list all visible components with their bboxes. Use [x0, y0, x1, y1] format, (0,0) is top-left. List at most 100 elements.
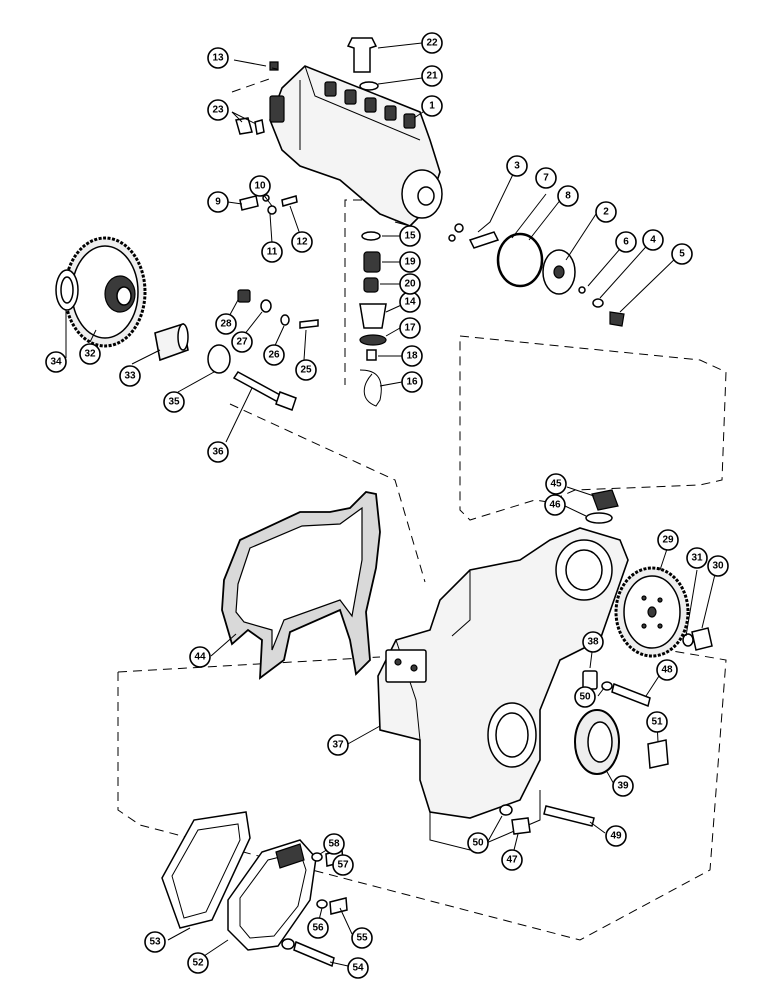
callout-2: 2 — [595, 201, 617, 223]
bolt-47 — [511, 817, 531, 835]
svg-text:47: 47 — [506, 855, 518, 866]
svg-text:22: 22 — [426, 38, 438, 49]
stud-nut-parts — [237, 289, 319, 329]
washer-part — [359, 81, 379, 91]
bolt-49 — [543, 805, 595, 827]
svg-text:23: 23 — [212, 105, 224, 116]
callout-5: 5 — [671, 243, 693, 265]
svg-text:9: 9 — [215, 197, 221, 208]
callout-58: 58 — [323, 833, 345, 855]
svg-text:33: 33 — [124, 371, 136, 382]
callout-44: 44 — [189, 646, 211, 668]
svg-text:35: 35 — [168, 397, 180, 408]
svg-text:50: 50 — [579, 692, 591, 703]
plug-part — [346, 37, 378, 73]
svg-text:13: 13 — [212, 53, 224, 64]
callout-47: 47 — [501, 849, 523, 871]
callout-8: 8 — [557, 185, 579, 207]
svg-text:52: 52 — [192, 958, 204, 969]
screw-washer-parts — [239, 194, 298, 215]
svg-text:51: 51 — [651, 717, 663, 728]
housing-plug — [585, 489, 619, 524]
svg-text:56: 56 — [312, 923, 324, 934]
svg-text:1: 1 — [429, 101, 435, 112]
svg-text:19: 19 — [404, 257, 416, 268]
injection-pump — [269, 65, 443, 227]
callout-18: 18 — [401, 345, 423, 367]
bolt-48 — [611, 682, 651, 708]
pump-drive-gear — [614, 566, 690, 658]
callout-52: 52 — [187, 952, 209, 974]
callout-10: 10 — [249, 175, 271, 197]
callout-26: 26 — [263, 344, 285, 366]
gasket-53 — [161, 811, 251, 929]
callout-39: 39 — [612, 775, 634, 797]
timing-gear-housing — [377, 527, 629, 851]
callout-11: 11 — [261, 241, 283, 263]
callout-21: 21 — [421, 65, 443, 87]
svg-text:46: 46 — [549, 500, 561, 511]
bolt-23-parts — [235, 117, 265, 135]
svg-text:54: 54 — [352, 963, 364, 974]
callout-1: 1 — [421, 95, 443, 117]
callout-33: 33 — [119, 365, 141, 387]
callout-22: 22 — [421, 32, 443, 54]
callout-55: 55 — [351, 927, 373, 949]
callout-45: 45 — [545, 473, 567, 495]
svg-text:7: 7 — [543, 173, 549, 184]
svg-text:29: 29 — [662, 535, 674, 546]
svg-text:37: 37 — [332, 740, 344, 751]
callout-37: 37 — [327, 734, 349, 756]
callout-3: 3 — [506, 155, 528, 177]
dowel-51 — [647, 739, 669, 769]
svg-text:6: 6 — [623, 237, 629, 248]
svg-text:30: 30 — [712, 561, 724, 572]
svg-text:11: 11 — [267, 247, 278, 258]
callout-57: 57 — [332, 854, 354, 876]
svg-text:55: 55 — [356, 933, 368, 944]
idler-washer — [207, 344, 231, 374]
callout-50-upper: 50 — [574, 686, 596, 708]
callout-7: 7 — [535, 167, 557, 189]
callout-19: 19 — [399, 251, 421, 273]
washer-50-lower — [499, 804, 513, 816]
svg-text:44: 44 — [194, 652, 206, 663]
callout-9: 9 — [207, 191, 229, 213]
svg-text:58: 58 — [328, 839, 340, 850]
pump-outlets — [324, 81, 416, 129]
callout-13: 13 — [207, 47, 229, 69]
callout-29: 29 — [657, 529, 679, 551]
callout-6: 6 — [615, 231, 637, 253]
callout-28: 28 — [215, 313, 237, 335]
svg-text:45: 45 — [550, 479, 562, 490]
callout-34: 34 — [45, 351, 67, 373]
callout-48: 48 — [656, 659, 678, 681]
cover-fasteners — [281, 849, 348, 968]
svg-text:2: 2 — [603, 207, 609, 218]
callout-12: 12 — [291, 231, 313, 253]
svg-text:21: 21 — [426, 71, 438, 82]
svg-text:25: 25 — [300, 365, 312, 376]
svg-text:32: 32 — [84, 349, 96, 360]
front-seal-39 — [574, 709, 620, 775]
svg-text:53: 53 — [149, 937, 161, 948]
callout-51: 51 — [646, 711, 668, 733]
svg-text:5: 5 — [679, 249, 685, 260]
callout-31: 31 — [686, 547, 708, 569]
svg-text:38: 38 — [587, 637, 599, 648]
drive-plate-parts — [448, 223, 625, 327]
callout-14: 14 — [399, 291, 421, 313]
callout-56: 56 — [307, 917, 329, 939]
svg-text:8: 8 — [565, 191, 571, 202]
svg-text:26: 26 — [268, 350, 280, 361]
cover-plate-52 — [227, 839, 317, 951]
svg-text:28: 28 — [220, 319, 232, 330]
callout-4: 4 — [642, 229, 664, 251]
valve-spring-stack — [359, 231, 387, 407]
svg-text:36: 36 — [212, 447, 224, 458]
washer-31 — [682, 633, 694, 647]
callout-54: 54 — [347, 957, 369, 979]
callout-25: 25 — [295, 359, 317, 381]
callout-17: 17 — [399, 317, 421, 339]
